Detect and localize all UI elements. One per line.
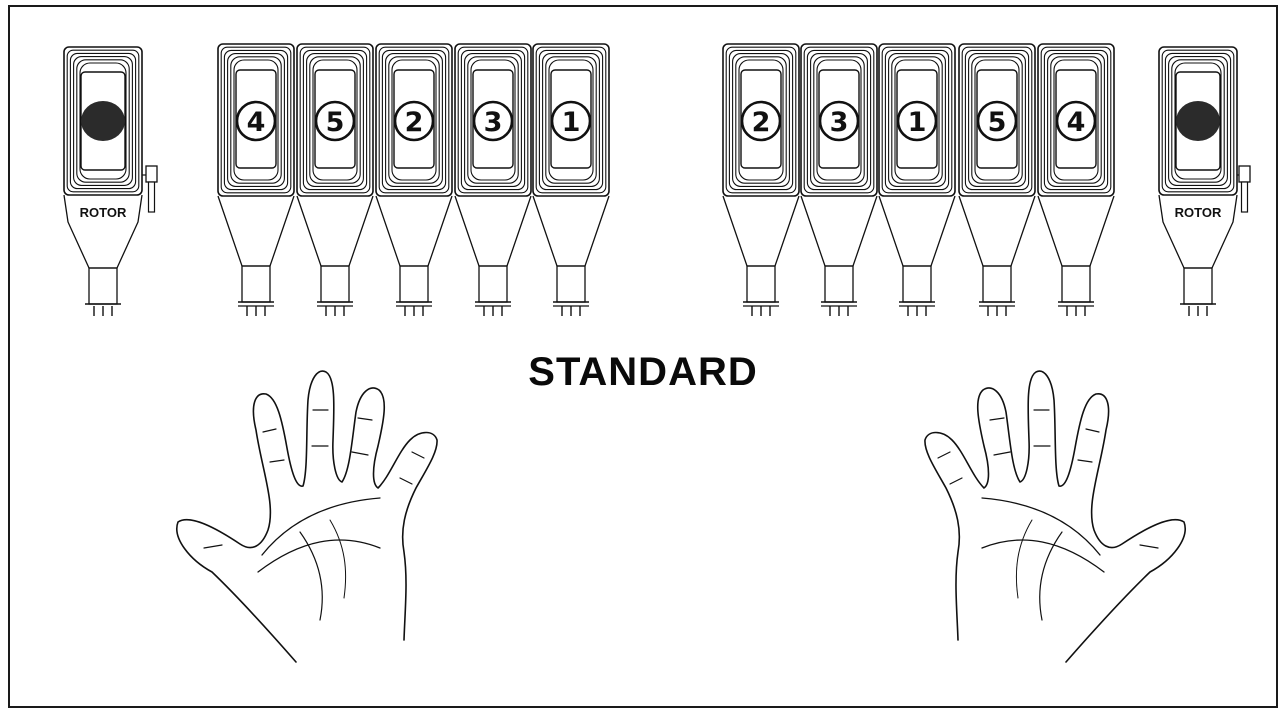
left-key: 2: [376, 44, 452, 316]
left-key: 1: [533, 44, 609, 316]
key-number-label: 2: [405, 107, 424, 138]
right-key: 3: [801, 44, 877, 316]
key-number-label: 4: [1067, 107, 1086, 138]
rotor-left: ROTOR: [64, 47, 157, 316]
right-hand: [925, 371, 1185, 662]
right-key: 1: [879, 44, 955, 316]
left-key: 4: [218, 44, 294, 316]
right-key: 5: [959, 44, 1035, 316]
left-hand: [177, 371, 437, 662]
rotor-label: ROTOR: [1175, 205, 1222, 220]
key-number-label: 4: [247, 107, 266, 138]
key-number-label: 3: [830, 107, 849, 138]
key-number-label: 5: [326, 107, 345, 138]
rotor-dot: [1176, 101, 1220, 141]
key-number-label: 5: [988, 107, 1007, 138]
key-number-label: 1: [908, 107, 927, 138]
diagram-title: STANDARD: [0, 350, 1286, 395]
key-number-label: 2: [752, 107, 771, 138]
key-number-label: 3: [484, 107, 503, 138]
rotor-dot: [81, 101, 125, 141]
right-key: 2: [723, 44, 799, 316]
right-key: 4: [1038, 44, 1114, 316]
key-number-label: 1: [562, 107, 581, 138]
rotor-right: ROTOR: [1159, 47, 1250, 316]
left-key: 3: [455, 44, 531, 316]
left-key: 5: [297, 44, 373, 316]
rotor-label: ROTOR: [80, 205, 127, 220]
